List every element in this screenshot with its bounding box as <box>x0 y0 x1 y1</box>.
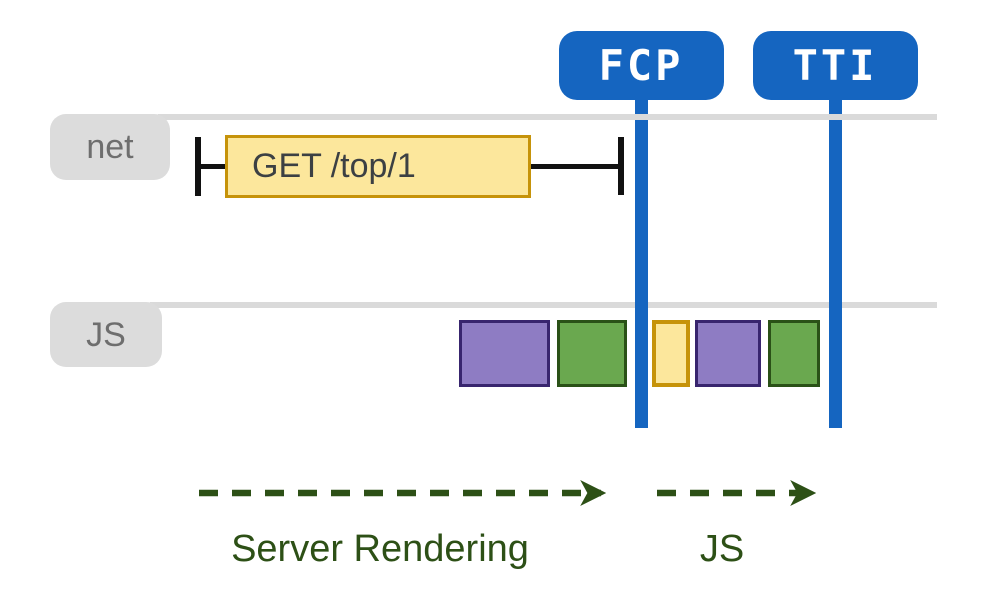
server-rendering-arrow <box>199 480 607 506</box>
js-task-purple-2 <box>695 320 761 387</box>
server-rendering-phase-label: Server Rendering <box>231 528 529 570</box>
net-row-label-text: net <box>86 128 134 166</box>
network-request-bar: GET /top/1 <box>225 135 531 198</box>
js-row-label: JS <box>50 302 162 367</box>
js-phase-label: JS <box>699 528 745 570</box>
net-row-label: net <box>50 114 170 180</box>
js-row-line <box>150 302 937 308</box>
js-task-yellow-1 <box>652 320 690 387</box>
js-task-green-2 <box>768 320 820 387</box>
js-task-green-1 <box>557 320 627 387</box>
fcp-badge: FCP <box>558 31 724 100</box>
request-right-connector <box>531 164 619 169</box>
js-task-purple-1 <box>459 320 550 387</box>
net-row-line <box>158 114 937 120</box>
fcp-marker-line <box>634 97 648 428</box>
tti-marker-line <box>828 97 842 428</box>
request-end-cap <box>618 137 624 195</box>
request-start-cap <box>195 137 201 196</box>
js-row-label-text: JS <box>86 315 126 354</box>
request-left-connector <box>201 164 227 169</box>
tti-badge: TTI <box>752 31 918 100</box>
network-request-label: GET /top/1 <box>252 147 416 185</box>
js-phase-arrow <box>657 480 817 506</box>
